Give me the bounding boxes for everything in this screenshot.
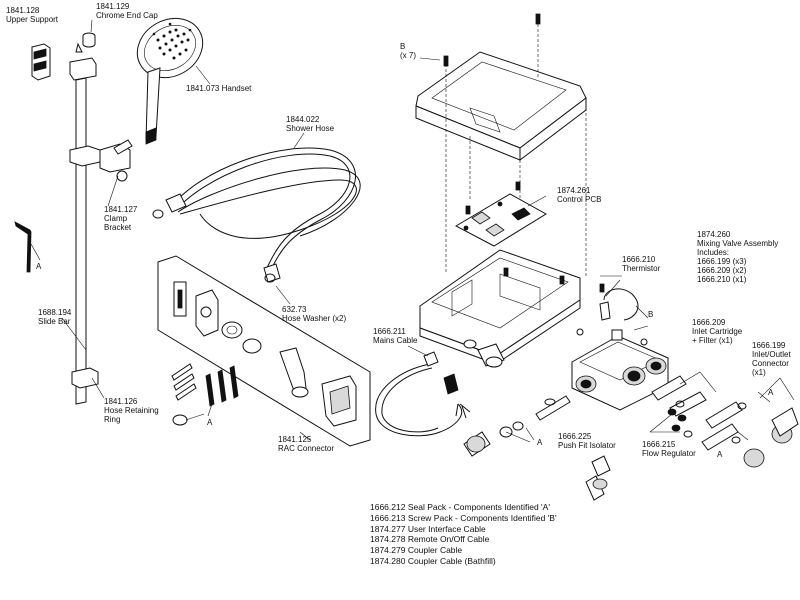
handset-part (136, 17, 211, 145)
control-pcb-part (454, 181, 547, 247)
label-end-cap: 1841.129 Chrome End Cap (96, 2, 158, 20)
label-slide-bar: 1688.194 Slide Bar (38, 308, 72, 326)
label-flow-regulator: 1666.215 Flow Regulator (642, 440, 696, 458)
label-upper-support: 1841.128 Upper Support (6, 6, 59, 24)
label-push-seal: A (537, 438, 543, 447)
note-coupler-bathfill: 1874.280 Coupler Cable (Bathfill) (370, 555, 496, 566)
inlet-parts (649, 371, 799, 468)
note-screw-pack: 1666.213 Screw Pack - Components Identif… (370, 512, 557, 523)
thermistor-part (599, 279, 649, 331)
clamp-bracket-part (99, 139, 133, 207)
label-flow-seal: A (717, 450, 723, 459)
note-remote-cable: 1874.278 Remote On/Off Cable (370, 534, 490, 545)
label-allen-key: A (36, 262, 42, 271)
label-clamp-bracket: 1841.127 Clamp Bracket (104, 205, 138, 232)
allen-key-part (14, 221, 41, 273)
label-shower-hose: 1844.022 Shower Hose (286, 115, 335, 133)
label-screw-b: B (x 7) (400, 42, 416, 60)
end-cap-part (75, 19, 96, 53)
label-hose-washer: 632.73 Hose Washer (x2) (282, 305, 347, 323)
parts-notes: 1666.212 Seal Pack - Components Identifi… (370, 502, 557, 567)
control-box-base (419, 249, 622, 368)
label-thermistor: 1666.210 Thermistor (622, 255, 661, 273)
note-coupler-cable: 1874.279 Coupler Cable (370, 545, 463, 556)
outlet-pipes (463, 395, 611, 501)
label-inlet-seal: A (768, 388, 774, 397)
label-inlet-outlet: 1666.199 Inlet/Outlet Connector (x1) (752, 341, 791, 377)
mains-cable-part (375, 345, 471, 437)
label-inlet-cartridge: 1666.209 Inlet Cartridge + Filter (x1) (692, 318, 743, 345)
label-rac-seal: A (207, 418, 213, 427)
shower-hose-part (152, 132, 361, 305)
label-handset: 1841.073 Handset (186, 84, 252, 93)
label-rac-connector: 1841.125 RAC Connector (278, 435, 335, 453)
mixing-valve-body (571, 328, 669, 411)
upper-support-part (31, 43, 51, 81)
label-mixing-valve: 1874.260 Mixing Valve Assembly Includes:… (697, 230, 779, 284)
note-ui-cable: 1874.277 User Interface Cable (370, 523, 486, 534)
slide-bar-part (61, 57, 105, 405)
lid-part (415, 13, 587, 278)
note-seal-pack: 1666.212 Seal Pack - Components Identifi… (370, 502, 550, 512)
label-control-pcb: 1874.261 Control PCB (557, 186, 602, 204)
rac-connector-panel (157, 255, 371, 447)
label-mains-cable: 1666.211 Mains Cable (373, 327, 418, 345)
label-hose-ring: 1841.126 Hose Retaining Ring (104, 397, 159, 424)
label-push-fit: 1666.225 Push Fit Isolator (558, 432, 616, 450)
label-valve-screw: B (648, 310, 654, 319)
